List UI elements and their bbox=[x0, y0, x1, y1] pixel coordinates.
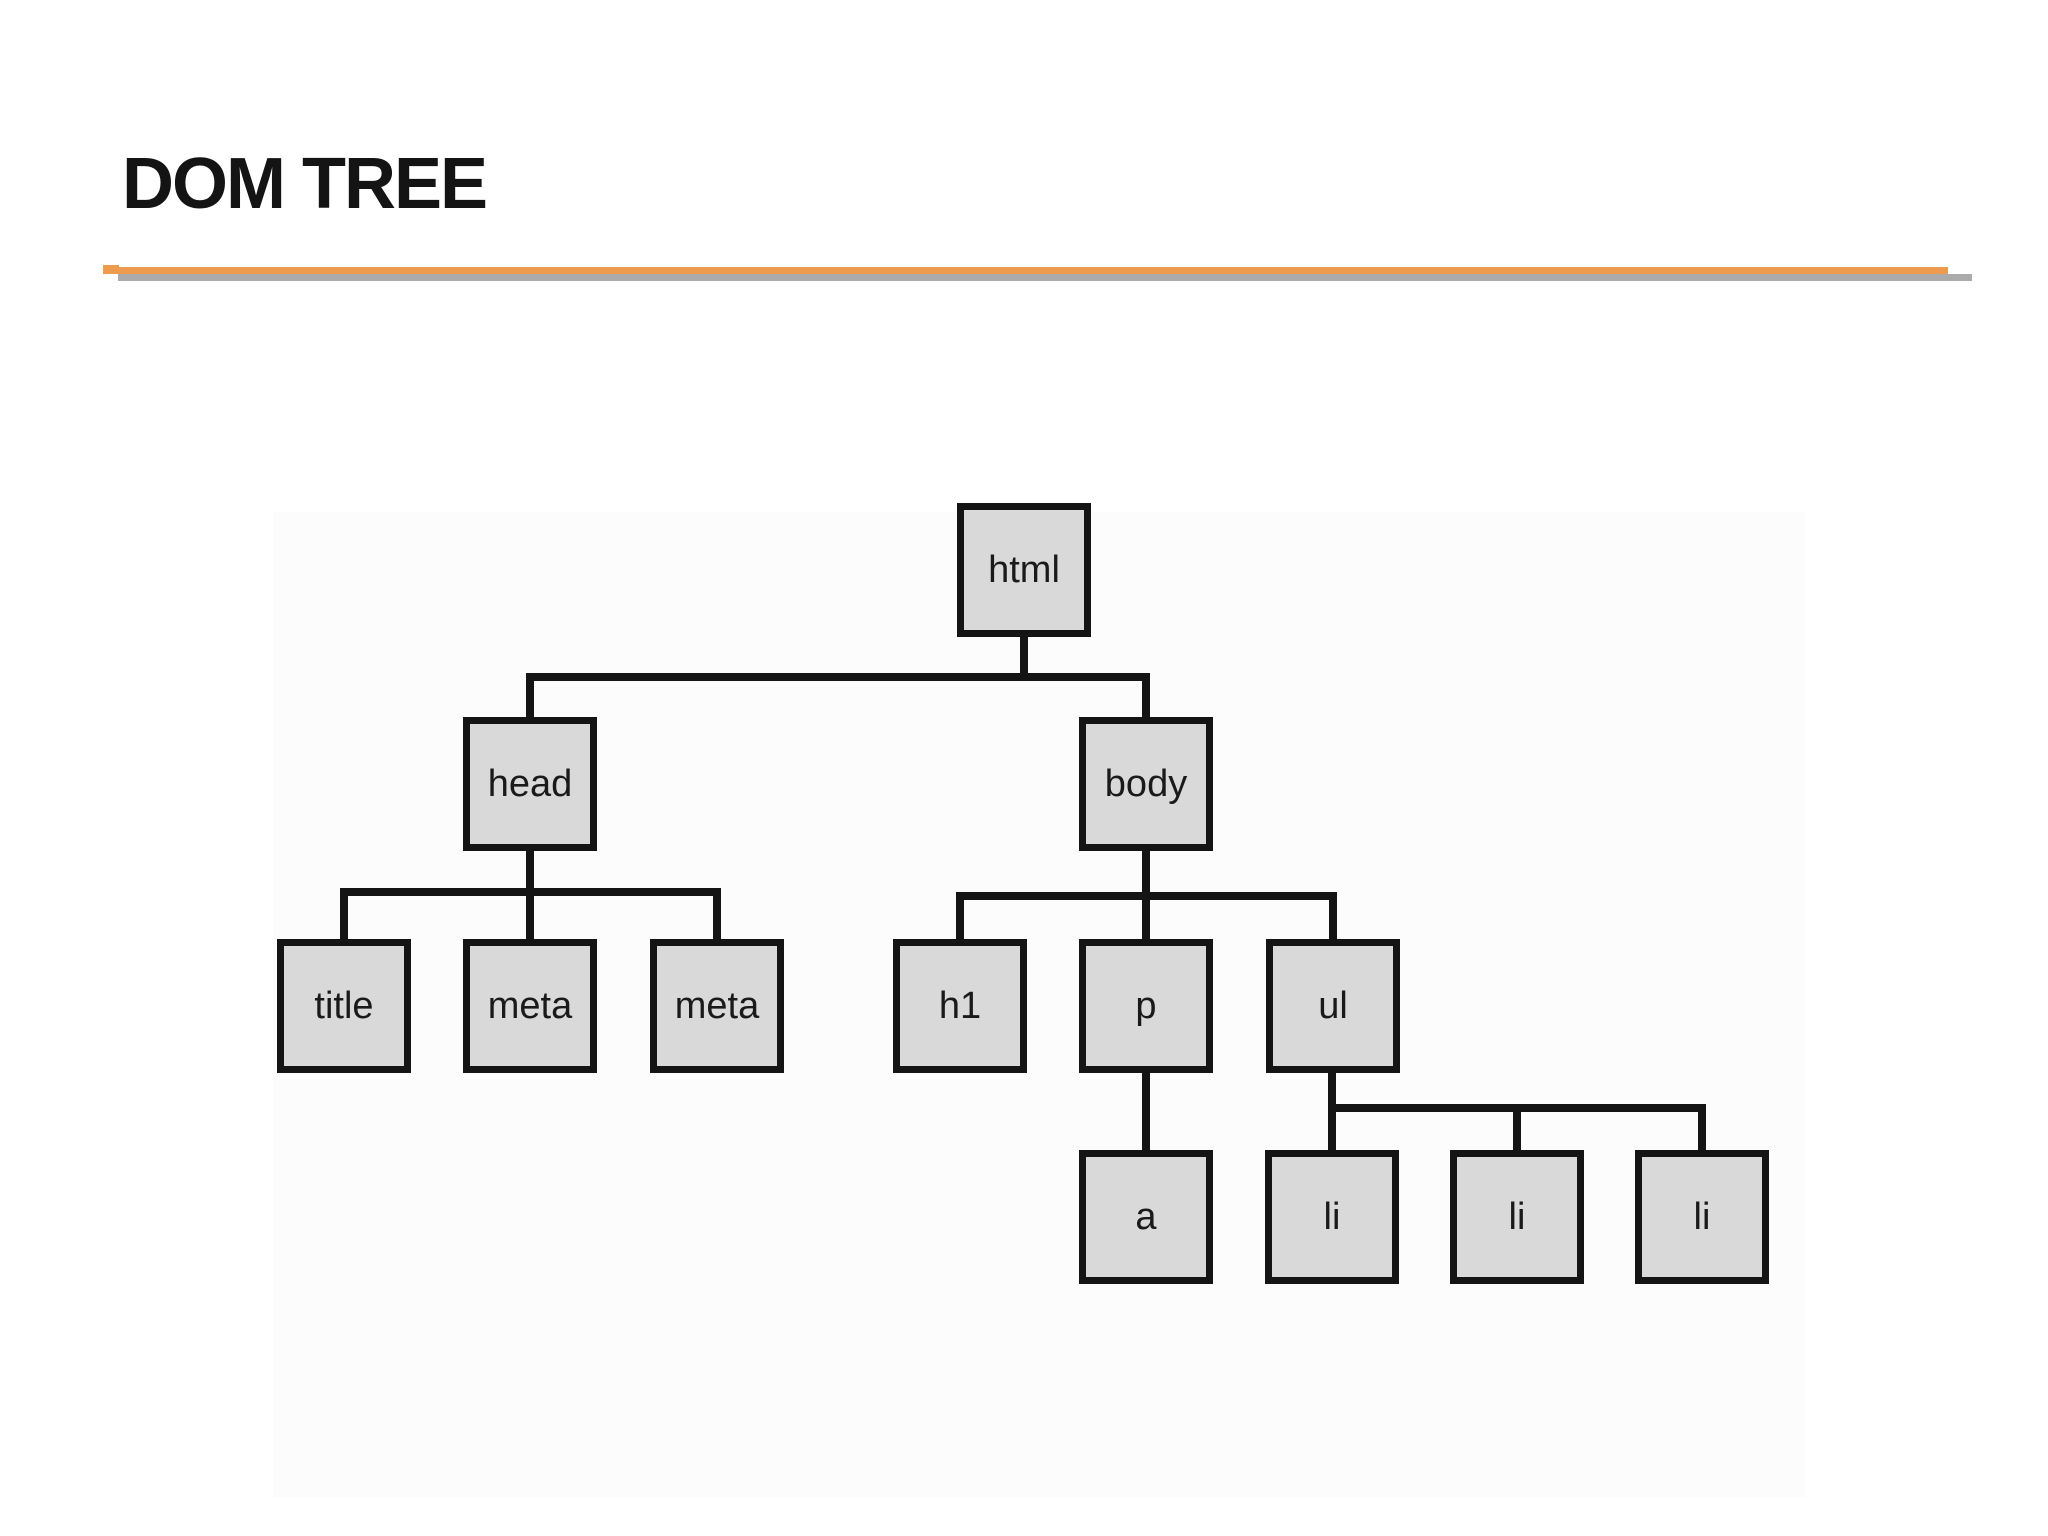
node-ul: ul bbox=[1266, 939, 1400, 1073]
node-a: a bbox=[1079, 1150, 1213, 1284]
edge-head-title bbox=[340, 851, 534, 939]
node-li-3: li bbox=[1635, 1150, 1769, 1284]
edge-head-meta-2 bbox=[526, 851, 721, 939]
node-meta-1: meta bbox=[463, 939, 597, 1073]
page-title: DOM TREE bbox=[122, 144, 488, 224]
node-html: html bbox=[957, 503, 1091, 637]
edge-html-head bbox=[526, 637, 1028, 717]
node-li-1: li bbox=[1265, 1150, 1399, 1284]
title-rule-shadow bbox=[118, 274, 1972, 281]
node-li-2: li bbox=[1450, 1150, 1584, 1284]
node-meta-2: meta bbox=[650, 939, 784, 1073]
edge-body-ul bbox=[1142, 851, 1337, 939]
node-h1: h1 bbox=[893, 939, 1027, 1073]
edge-ul-li-3 bbox=[1328, 1073, 1706, 1150]
title-rule-accent bbox=[103, 267, 1948, 274]
node-p: p bbox=[1079, 939, 1213, 1073]
title-rule-accent-tip bbox=[103, 265, 119, 274]
node-title: title bbox=[277, 939, 411, 1073]
edge-body-h1 bbox=[956, 851, 1150, 939]
edge-html-body bbox=[1020, 637, 1150, 717]
node-head: head bbox=[463, 717, 597, 851]
node-body: body bbox=[1079, 717, 1213, 851]
